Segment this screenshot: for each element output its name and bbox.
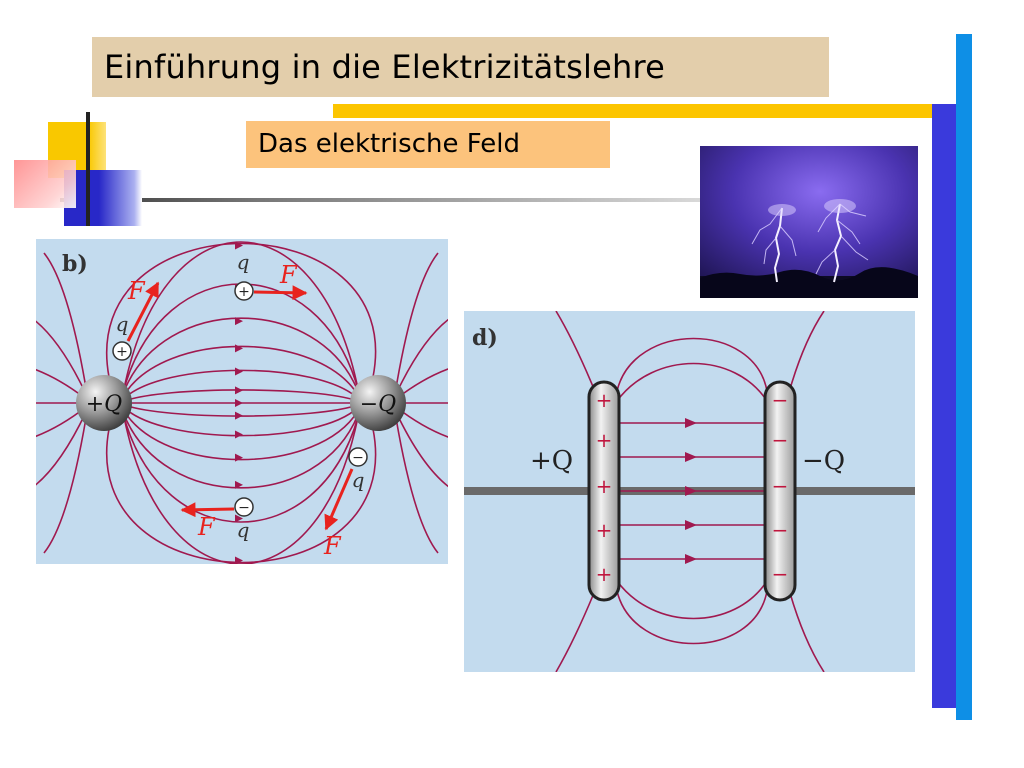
decor-yellow-bar bbox=[333, 104, 933, 118]
decor-vertical-line bbox=[86, 112, 90, 226]
decor-red-square bbox=[14, 160, 76, 208]
test-charge-left-q: q bbox=[116, 312, 129, 336]
test-charge-bottom bbox=[234, 497, 254, 517]
plate-minus-sign: − bbox=[772, 562, 789, 586]
force-arrow-left bbox=[126, 281, 160, 342]
field-line bbox=[123, 406, 359, 437]
positive-charge-label: +Q bbox=[86, 392, 122, 417]
capacitor-field-arrow bbox=[685, 418, 697, 428]
field-line bbox=[123, 410, 359, 461]
capacitor-field-figure: + − + − + − + − + − d) +Q −Q bbox=[464, 311, 915, 672]
plate-minus-sign: − bbox=[772, 428, 789, 452]
capacitor-field-arrow bbox=[685, 486, 697, 496]
decor-divider-line bbox=[60, 198, 720, 202]
plate-plus-sign: + bbox=[596, 562, 613, 586]
slide-title: Einführung in die Elektrizitätslehre bbox=[104, 48, 666, 86]
test-charge-top-sign: + bbox=[238, 284, 250, 300]
capacitor-field-arrow bbox=[685, 520, 697, 530]
plate-minus-sign: − bbox=[772, 388, 789, 412]
field-line-arrow bbox=[235, 317, 243, 326]
outer-field-line bbox=[395, 318, 448, 395]
field-line bbox=[123, 369, 359, 400]
negative-plate bbox=[763, 380, 797, 602]
test-charge-right-sign: − bbox=[352, 450, 364, 466]
outer-field-line bbox=[395, 417, 439, 554]
escape-line-bottom-left bbox=[555, 592, 595, 672]
field-line-arrow bbox=[235, 453, 243, 462]
test-charge-bottom-sign: − bbox=[238, 500, 250, 516]
force-label-right: F bbox=[323, 532, 342, 560]
outer-arc-bottom bbox=[105, 428, 377, 564]
positive-plate bbox=[587, 380, 621, 602]
force-arrow-right bbox=[324, 468, 354, 531]
escape-line-bottom-right bbox=[789, 592, 825, 672]
test-charge-bottom-q: q bbox=[237, 518, 250, 542]
field-line-arrow bbox=[235, 399, 243, 407]
force-label-left: F bbox=[127, 277, 146, 305]
test-charge-left bbox=[112, 341, 132, 361]
field-line bbox=[123, 345, 359, 396]
outer-field-line bbox=[36, 411, 87, 486]
field-line-arrow bbox=[235, 386, 243, 395]
outer-field-line bbox=[43, 252, 87, 389]
field-line-arrow bbox=[235, 430, 243, 439]
field-line-arrow bbox=[235, 411, 243, 420]
outer-field-line bbox=[395, 252, 439, 389]
positive-charge-sphere bbox=[76, 375, 132, 431]
escape-line-top-left bbox=[555, 311, 595, 390]
test-charge-right-q: q bbox=[352, 468, 365, 492]
slide-subtitle: Das elektrische Feld bbox=[258, 129, 520, 159]
field-line bbox=[123, 317, 359, 392]
test-charge-top-q: q bbox=[237, 250, 250, 274]
field-line bbox=[123, 414, 359, 489]
outer-arc-top bbox=[105, 242, 377, 378]
force-label-bottom: F bbox=[197, 513, 216, 541]
escape-line-top-right bbox=[789, 311, 825, 390]
force-arrow-bottom bbox=[180, 502, 235, 518]
field-line-arrow bbox=[235, 344, 243, 353]
field-line bbox=[123, 241, 359, 390]
fringe-line-top bbox=[616, 337, 768, 392]
fringe-line-bottom-inner bbox=[616, 580, 768, 620]
field-line-arrow bbox=[235, 367, 243, 376]
negative-charge-label: −Q bbox=[360, 392, 396, 417]
decor-blue-bar bbox=[932, 104, 956, 708]
subtitle-box bbox=[246, 121, 610, 168]
dipole-field-figure: b) +Q −Q + q F + q F − q F − q F bbox=[36, 239, 448, 564]
plate-plus-sign: + bbox=[596, 474, 613, 498]
fringe-line-top-inner bbox=[616, 362, 768, 402]
outer-field-line bbox=[395, 411, 448, 488]
plate-minus-sign: − bbox=[772, 518, 789, 542]
test-charge-left-sign: + bbox=[116, 344, 128, 360]
field-line-arrow bbox=[235, 514, 243, 523]
plate-plus-sign: + bbox=[596, 388, 613, 412]
field-line bbox=[123, 416, 359, 523]
plate-plus-sign: + bbox=[596, 428, 613, 452]
negative-charge-sphere bbox=[350, 375, 406, 431]
title-box bbox=[92, 37, 829, 97]
negative-plate-label: −Q bbox=[802, 446, 845, 476]
plate-minus-sign: − bbox=[772, 474, 789, 498]
capacitor-field-arrow bbox=[685, 554, 697, 564]
fringe-line-bottom bbox=[616, 590, 768, 645]
test-charge-top bbox=[234, 281, 254, 301]
figure-b-label: b) bbox=[62, 251, 88, 277]
force-label-top: F bbox=[279, 261, 298, 289]
test-charge-right bbox=[348, 447, 368, 467]
decor-blue-square bbox=[64, 170, 142, 226]
force-arrow-top bbox=[253, 285, 308, 301]
field-line bbox=[123, 416, 359, 564]
lightning-photo bbox=[700, 146, 918, 298]
positive-plate-label: +Q bbox=[530, 446, 573, 476]
plate-plus-sign: + bbox=[596, 518, 613, 542]
figure-d-label: d) bbox=[472, 325, 498, 351]
field-line-arrow bbox=[235, 480, 243, 489]
outer-field-line bbox=[43, 417, 87, 554]
outer-field-line bbox=[36, 320, 87, 395]
capacitor-field-arrow bbox=[685, 452, 697, 462]
decor-lightblue-bar bbox=[956, 34, 972, 720]
